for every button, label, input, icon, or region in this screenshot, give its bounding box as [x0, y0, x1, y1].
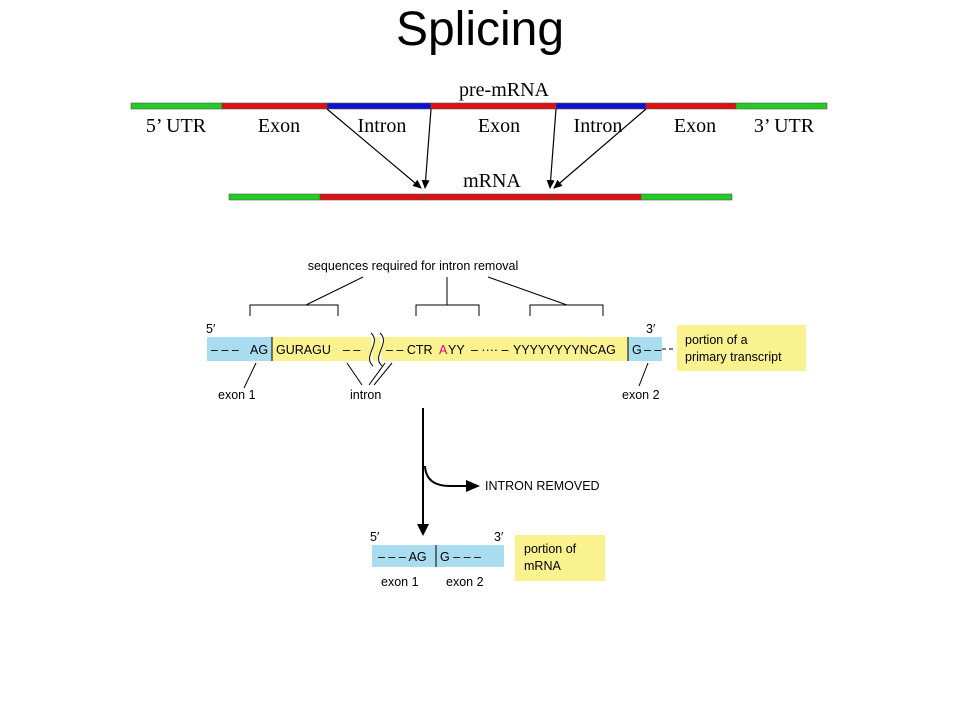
mrna-strand	[228, 193, 733, 201]
pre-mrna-segment-exon2	[430, 102, 557, 110]
seq-left-dashes: – – –	[211, 343, 239, 357]
pre-mrna-strand	[130, 102, 828, 110]
mrna-exon1-region	[372, 545, 436, 567]
region-pointer-lines	[243, 362, 649, 389]
mrna-portion-strand	[372, 545, 504, 567]
transcript-intron-region	[272, 337, 628, 361]
exon1-label: exon 1	[218, 388, 256, 402]
segment-label-intron1: Intron	[358, 115, 407, 137]
segment-label-exon1: Exon	[258, 115, 300, 137]
primary-transcript-box: portion of a primary transcript	[677, 325, 806, 371]
branch-point-a: A	[439, 343, 448, 357]
mrna-box-line2: mRNA	[524, 559, 561, 573]
seq-polypyrimidine: YYYYYYYYNCAG	[513, 343, 616, 357]
seq-right-dashes: – –	[644, 343, 661, 357]
mrna-label: mRNA	[463, 170, 521, 192]
mrna-seq-right: G – – –	[440, 550, 481, 564]
seq-g: G	[632, 343, 642, 357]
sequence-brackets	[249, 276, 604, 316]
pre-mrna-segment-exon3	[645, 102, 737, 110]
pre-mrna-segment-exon1	[221, 102, 328, 110]
pre-mrna-segment-intron2	[555, 102, 647, 110]
intron-removed-label: INTRON REMOVED	[485, 479, 600, 493]
mrna-box-line1: portion of	[524, 542, 577, 556]
seq-ag: AG	[250, 343, 268, 357]
five-prime-label: 5′	[206, 322, 216, 336]
splice-arrow-4	[553, 108, 647, 189]
primary-box-line2: primary transcript	[685, 350, 782, 364]
mrna-exon2-region	[436, 545, 504, 567]
seq-yy: YY	[448, 343, 465, 357]
pre-mrna-segment-utr5	[130, 102, 223, 110]
segment-label-utr3: 3’ UTR	[754, 115, 815, 137]
segment-label-intron2: Intron	[574, 115, 623, 137]
sequences-heading: sequences required for intron removal	[308, 259, 519, 273]
splice-arrow-1	[326, 108, 422, 189]
splicing-arrow-head-down	[417, 524, 429, 536]
primary-box-line1: portion of a	[685, 333, 748, 347]
primary-transcript-strand	[207, 332, 662, 367]
splicing-arrow	[422, 408, 468, 526]
mrna-exon1-label: exon 1	[381, 575, 419, 589]
transcript-exon1-region	[207, 337, 272, 361]
seq-dots: – ···· –	[471, 343, 509, 357]
mrna-portion-box: portion of mRNA	[515, 535, 605, 581]
mrna-seq-left: – – – AG	[378, 550, 427, 564]
segment-label-utr5: 5’ UTR	[146, 115, 207, 137]
pre-mrna-segment-utr3	[735, 102, 828, 110]
mrna-segment-utr3	[640, 193, 733, 201]
splice-arrows	[326, 108, 647, 189]
pre-mrna-label: pre-mRNA	[459, 79, 550, 101]
mrna-segment-exon1	[319, 193, 426, 201]
intron-removed-arrow-head	[466, 480, 480, 492]
mrna-exon2-label: exon 2	[446, 575, 484, 589]
mrna-segment-exon2	[424, 193, 551, 201]
three-prime-label: 3′	[646, 322, 656, 336]
mrna-segment-utr5	[228, 193, 321, 201]
mrna-segment-exon3	[549, 193, 642, 201]
splice-arrow-3	[546, 108, 557, 189]
page-title: Splicing	[395, 3, 565, 56]
exon2-label: exon 2	[622, 388, 660, 402]
splice-arrow-2	[421, 108, 432, 189]
pre-mrna-segment-intron1	[326, 102, 432, 110]
seq-guragu: GURAGU	[276, 343, 331, 357]
seq-mid-dashes: – –	[343, 343, 360, 357]
strand-break-marks	[369, 332, 384, 367]
transcript-exon2-region	[628, 337, 662, 361]
seq-after-break: – – CTR	[386, 343, 433, 357]
mrna-five-prime-label: 5′	[370, 530, 380, 544]
mrna-three-prime-label: 3′	[494, 530, 504, 544]
intron-label: intron	[350, 388, 381, 402]
segment-label-exon2: Exon	[478, 115, 520, 137]
segment-label-exon3: Exon	[674, 115, 716, 137]
